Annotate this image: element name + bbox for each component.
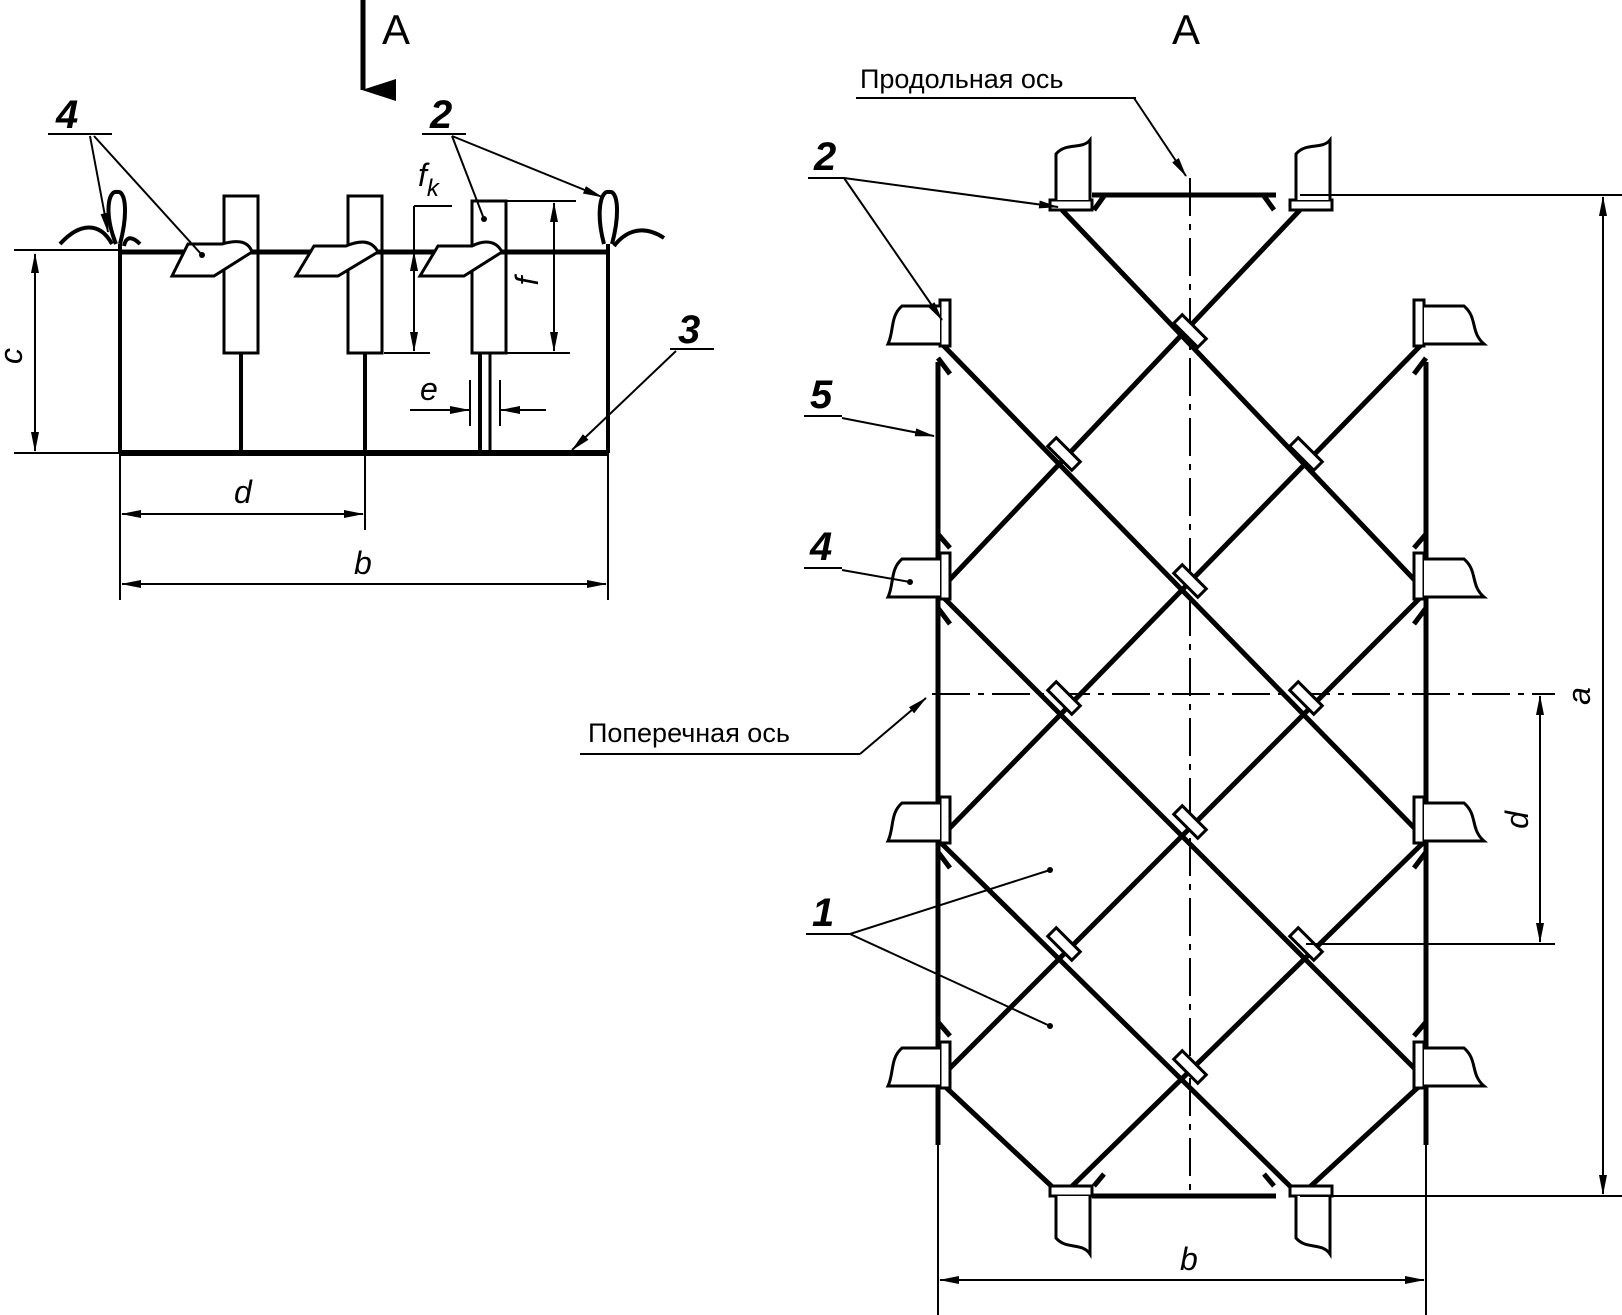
transverse-axis-label: Поперечная ось (588, 718, 790, 748)
dim-b-plan-label: b (1180, 1241, 1198, 1277)
dim-f-label: f (509, 273, 545, 285)
plan-callout-frame: 5 (810, 373, 833, 417)
dim-a-label: a (1561, 687, 1597, 705)
dim-d-label: d (234, 474, 253, 510)
side-callout-pocket: 2 (429, 93, 452, 137)
lifting-loop-right (597, 190, 666, 248)
pocket-1 (222, 194, 260, 355)
side-view (14, 0, 714, 600)
hook-marks (936, 194, 1428, 1188)
longitudinal-axis-label: Продольная ось (860, 64, 1063, 94)
dim-b-label: b (354, 545, 372, 581)
flap-2 (293, 240, 380, 278)
edge-pockets (938, 198, 1426, 1198)
plan-view (580, 97, 1622, 1315)
plan-callout-flap: 4 (809, 525, 832, 569)
lattice-straps (936, 208, 1428, 1198)
lifting-loop-left (58, 190, 142, 247)
flap-1 (169, 240, 254, 278)
dim-fk-label: fk (418, 157, 441, 202)
edge-flaps (885, 135, 1489, 1259)
plan-callout-pocket: 2 (813, 135, 836, 179)
dim-d-plan-label: d (1499, 810, 1535, 829)
side-callout-flap: 4 (55, 93, 78, 137)
pocket-3 (470, 199, 508, 355)
pocket-2 (346, 194, 384, 355)
flap-3 (417, 240, 504, 278)
junction-plates (1045, 312, 1325, 1086)
dim-c-label: c (0, 348, 29, 364)
plan-callout-cells: 1 (812, 891, 834, 935)
side-callout-bottom: 3 (678, 308, 700, 352)
dim-e-label: e (420, 371, 438, 407)
view-marker-plan: А (1172, 6, 1200, 53)
view-marker-side: А (382, 6, 410, 53)
